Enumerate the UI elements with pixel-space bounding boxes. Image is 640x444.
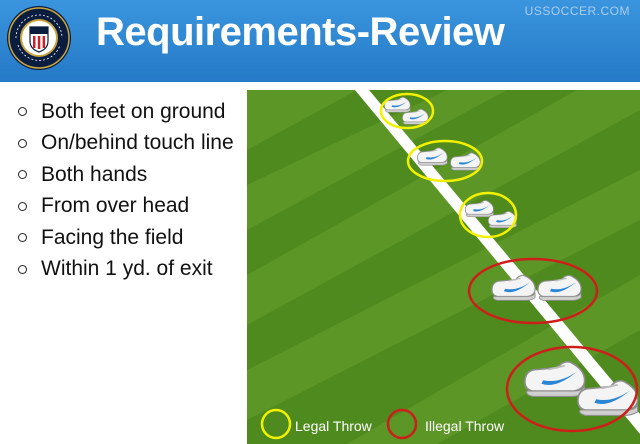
bullet-circle-icon <box>18 233 27 243</box>
us-soccer-federation-logo <box>7 6 71 70</box>
requirements-list: Both feet on ground On/behind touch line… <box>12 96 234 285</box>
list-item: Facing the field <box>12 222 234 254</box>
list-item: Within 1 yd. of exit <box>12 254 234 286</box>
illegal-throw-label: Illegal Throw <box>425 418 505 434</box>
list-item-label: Both feet on ground <box>41 99 226 123</box>
slide-header: Requirements-Review USSOCCER.COM <box>0 0 640 82</box>
illegal-pair-2 <box>505 345 639 433</box>
list-item: Both feet on ground <box>12 96 234 128</box>
legal-pair-3 <box>458 191 518 239</box>
slide-title: Requirements-Review <box>96 10 505 54</box>
brand-watermark: USSOCCER.COM <box>524 4 630 18</box>
bullet-circle-icon <box>18 264 27 274</box>
list-item-label: On/behind touch line <box>41 131 234 155</box>
legal-throw-label: Legal Throw <box>295 418 373 434</box>
bullet-circle-icon <box>18 138 27 148</box>
bullet-circle-icon <box>18 107 27 117</box>
legal-pair-2 <box>406 139 484 183</box>
list-item: Both hands <box>12 159 234 191</box>
list-item: On/behind touch line <box>12 128 234 160</box>
bullet-circle-icon <box>18 170 27 180</box>
legal-pair-1 <box>379 92 435 130</box>
list-item-label: From over head <box>41 194 190 218</box>
list-item-label: Both hands <box>41 162 148 186</box>
illegal-throw-legend-icon <box>386 408 418 440</box>
legal-throw-legend-icon <box>260 408 292 440</box>
illegal-pair-1 <box>467 257 599 325</box>
legend: Legal Throw Illegal Throw <box>260 408 505 440</box>
list-item: From over head <box>12 191 234 223</box>
list-item-label: Within 1 yd. of exit <box>41 257 213 281</box>
bullet-circle-icon <box>18 201 27 211</box>
throw-in-illustration: Legal Throw Illegal Throw <box>247 90 640 444</box>
list-item-label: Facing the field <box>41 225 184 249</box>
